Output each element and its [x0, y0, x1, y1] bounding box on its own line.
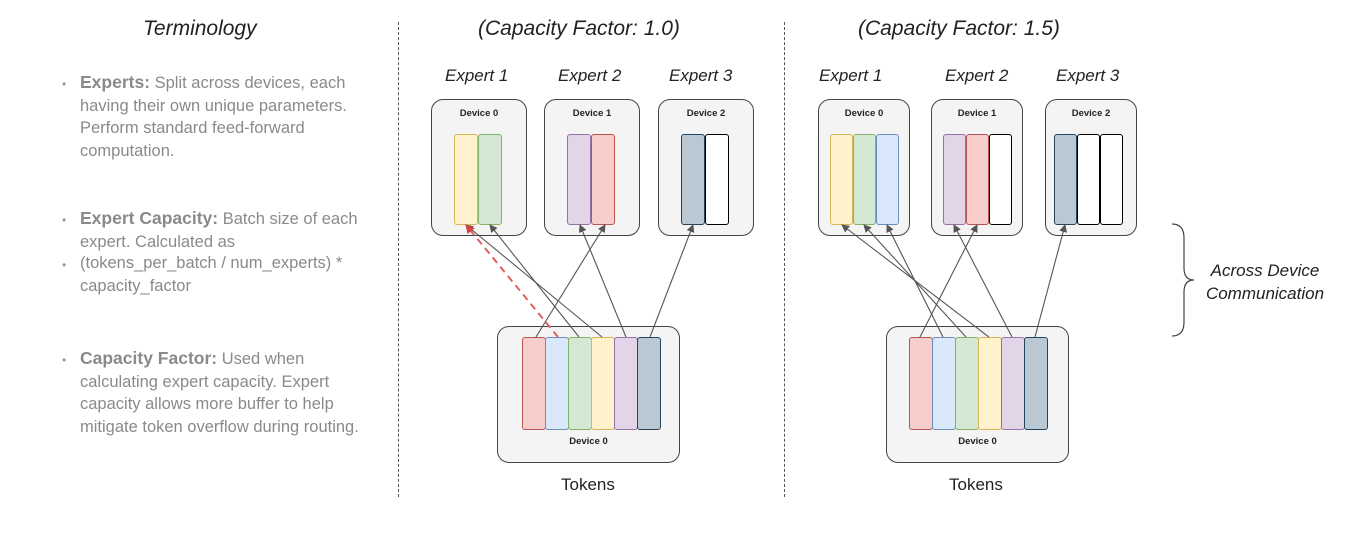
- overflow-arrow-dashed: [465, 224, 559, 338]
- slot-green: [478, 134, 502, 225]
- token-yellow: [591, 337, 615, 430]
- slot-empty: [989, 134, 1012, 225]
- slot-purple: [943, 134, 966, 225]
- arrow-purple-to-device1: [953, 224, 1013, 338]
- device-label: Device 1: [572, 108, 612, 119]
- slot-empty: [1077, 134, 1100, 225]
- bullet: •: [62, 258, 67, 272]
- arrow-purple-to-device1: [578, 224, 627, 338]
- slot-green: [853, 134, 876, 225]
- token-red: [522, 337, 546, 430]
- token-slate: [1024, 337, 1048, 430]
- arrow-red-to-device1: [919, 224, 978, 338]
- arrow-slate-to-device2: [649, 224, 695, 338]
- term-label: Experts:: [80, 72, 151, 92]
- device-label: Device 1: [957, 108, 997, 119]
- slot-yellow: [830, 134, 853, 225]
- slot-purple: [567, 134, 591, 225]
- expert-label: Expert 1: [445, 66, 509, 85]
- token-purple: [614, 337, 638, 430]
- term-expert-capacity: • Expert Capacity: Batch size of each ex…: [62, 207, 377, 253]
- panel-title: (Capacity Factor: 1.5): [858, 17, 1060, 40]
- panel2-arrows: [841, 224, 1068, 338]
- term-capacity-factor: • Capacity Factor: Used when calculating…: [62, 347, 377, 438]
- arrow-yellow-to-device0: [841, 224, 990, 338]
- divider-right: [784, 22, 785, 497]
- tokens-label: Tokens: [561, 475, 615, 494]
- expert-device-box: Device 1: [931, 99, 1023, 236]
- token-green: [955, 337, 979, 430]
- term-text: Used when calculating expert capacity. E…: [80, 350, 359, 436]
- term-label: Expert Capacity:: [80, 208, 219, 228]
- slot-slate: [1054, 134, 1077, 225]
- slot-slate: [681, 134, 705, 225]
- panel-title: (Capacity Factor: 1.0): [478, 17, 680, 40]
- bullet: •: [62, 77, 67, 91]
- arrow-red-to-device1: [535, 224, 606, 338]
- arrow-slate-to-device2: [1034, 224, 1068, 338]
- token-slate: [637, 337, 661, 430]
- expert-device-box: Device 0: [431, 99, 527, 236]
- term-capacity-formula: • (tokens_per_batch / num_experts) * cap…: [62, 252, 377, 297]
- expert-device-box: Device 2: [1045, 99, 1137, 236]
- arrow-green-to-device0: [489, 224, 580, 338]
- expert-device-box: Device 0: [818, 99, 910, 236]
- device-label: Device 0: [958, 436, 997, 447]
- token-purple: [1001, 337, 1025, 430]
- expert-device-box: Device 1: [544, 99, 640, 236]
- expert-label: Expert 3: [1056, 66, 1120, 85]
- expert-label: Expert 2: [945, 66, 1009, 85]
- device-label: Device 0: [569, 436, 608, 447]
- panel1-arrows: [465, 224, 695, 338]
- token-yellow: [978, 337, 1002, 430]
- bullet: •: [62, 353, 67, 367]
- arrow-green-to-device0: [863, 224, 967, 338]
- token-device-box: Device 0: [886, 326, 1069, 463]
- term-label: Capacity Factor:: [80, 348, 218, 368]
- token-blue: [932, 337, 956, 430]
- bullet: •: [62, 213, 67, 227]
- across-device-communication-label: Across Device Communication: [1205, 261, 1325, 303]
- slot-empty: [1100, 134, 1123, 225]
- terminology-title: Terminology: [143, 17, 257, 40]
- device-label: Device 2: [1071, 108, 1111, 119]
- term-text: (tokens_per_batch / num_experts) * capac…: [80, 254, 343, 295]
- token-red: [909, 337, 933, 430]
- expert-label: Expert 1: [819, 66, 883, 85]
- slot-red: [966, 134, 989, 225]
- token-blue: [545, 337, 569, 430]
- expert-device-box: Device 2: [658, 99, 754, 236]
- device-label: Device 0: [844, 108, 884, 119]
- term-text: Split across devices, each having their …: [80, 74, 347, 160]
- arrow-blue-to-device0: [886, 224, 944, 338]
- tokens-label: Tokens: [949, 475, 1003, 494]
- slot-blue: [876, 134, 899, 225]
- term-text: Batch size of each expert. Calculated as: [80, 210, 358, 251]
- divider-left: [398, 22, 399, 497]
- slot-yellow: [454, 134, 478, 225]
- term-experts: • Experts: Split across devices, each ha…: [62, 71, 377, 162]
- slot-empty: [705, 134, 729, 225]
- device-label: Device 2: [686, 108, 726, 119]
- expert-label: Expert 2: [558, 66, 622, 85]
- slot-red: [591, 134, 615, 225]
- device-label: Device 0: [459, 108, 499, 119]
- expert-label: Expert 3: [669, 66, 733, 85]
- token-green: [568, 337, 592, 430]
- token-device-box: Device 0: [497, 326, 680, 463]
- arrow-yellow-to-device0: [465, 224, 603, 338]
